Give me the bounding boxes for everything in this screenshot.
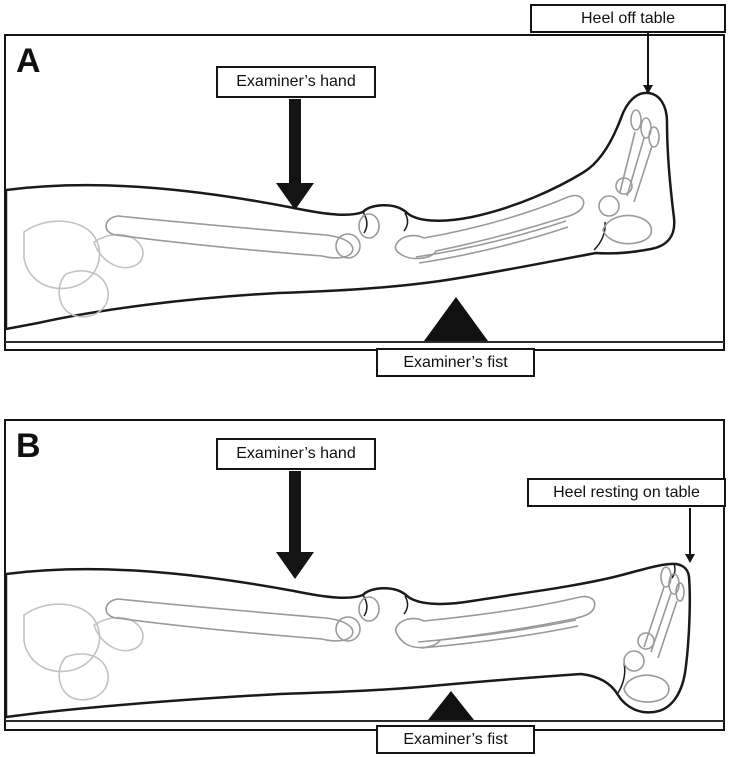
fulcrum-triangle-icon-a [424,297,488,341]
heel-pointer-arrow-icon-a [647,33,649,86]
heel-pointer-arrow-icon-b [689,508,691,555]
leg-silhouette [6,91,676,331]
fulcrum-triangle-icon-b [428,691,474,720]
toe-bone [675,582,685,602]
toe-bone [630,109,642,131]
toe-bone [648,126,660,148]
fibula-bone [417,619,579,649]
femoral-condyle [335,233,361,259]
label-heel-off-table: Heel off table [530,4,726,33]
bones-b [23,566,685,703]
talus-bone [598,195,620,217]
metatarsal-bones [643,586,678,659]
table-surface-a [5,341,724,343]
femoral-condyle [335,616,361,642]
heel-pointer-arrowhead-icon-b [685,554,695,563]
femur-bone [105,215,354,259]
tibia-bone [394,194,585,260]
femur-bone [105,598,354,642]
panel-letter-a: A [16,42,41,80]
calcaneus-bone [623,674,670,703]
bones-a [23,109,660,318]
talus-bone [623,650,645,672]
patella-bone [358,213,380,239]
down-force-arrowhead-icon-b [276,552,314,579]
label-heel-resting-on-table: Heel resting on table [527,478,726,507]
ankle-crease [593,221,606,251]
label-examiners-fist-a: Examiner’s fist [376,348,535,377]
label-examiners-hand-b: Examiner’s hand [216,438,376,470]
toe-notch [671,563,676,579]
leg-illustration-heel-off-table [6,91,676,331]
calcaneus-bone [602,214,653,245]
down-force-arrow-icon-a [289,99,301,183]
label-examiners-fist-b: Examiner’s fist [376,725,535,754]
leg-outline-a [6,91,676,331]
tibia-bone [394,595,596,649]
metatarsal-bones [619,131,653,203]
down-force-arrow-icon-b [289,471,301,552]
heel-pointer-arrowhead-icon-a [643,85,653,94]
table-surface-b [5,720,724,722]
knee-crease [362,594,409,617]
knee-crease [362,211,409,234]
leg-illustration-heel-resting [6,562,692,719]
down-force-arrowhead-icon-a [276,183,314,210]
patella-bone [358,596,380,622]
label-examiners-hand-a: Examiner’s hand [216,66,376,98]
panel-letter-b: B [16,427,41,465]
fibula-bone [415,220,569,264]
